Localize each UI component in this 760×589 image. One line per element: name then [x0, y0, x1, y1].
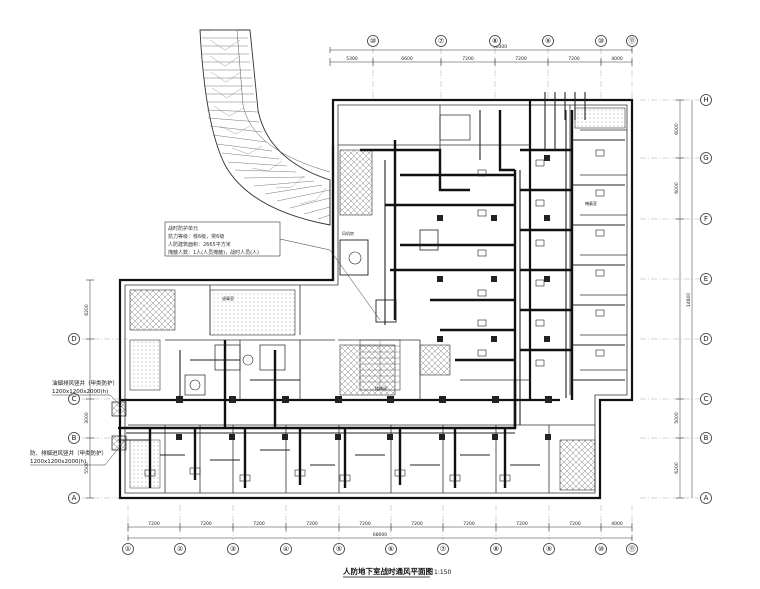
drawing-title: 人防地下室战时通风平面图 — [343, 566, 433, 576]
axis-bottom-9: ⑨ — [546, 545, 552, 553]
dim-bottom-5: 7200 — [359, 521, 371, 527]
drawing-scale: 1:150 — [434, 569, 451, 576]
axis-top-1: ⑩ — [370, 37, 376, 45]
axis-left-D: D — [71, 335, 76, 343]
label-filter-room: 滤毒室 — [222, 295, 234, 301]
hatched-zones — [129, 107, 626, 491]
ductwork — [118, 92, 625, 488]
drawing-title-block: 人防地下室战时通风平面图 1:150 — [343, 566, 451, 578]
axis-top-3: ⑧ — [492, 37, 498, 45]
dim-left-1: 8200 — [84, 304, 90, 316]
axis-bottom-8: ⑧ — [493, 545, 499, 553]
callout-1-line-2: 1200x1200x2000(h) — [52, 389, 108, 395]
dim-bottom-7: 7200 — [463, 521, 475, 527]
axis-bubbles-bottom: ① ② ③ ④ ⑤ ⑥ ⑦ ⑧ ⑨ ⑩ ⑪ — [122, 543, 638, 555]
dim-top-5: 7200 — [568, 56, 580, 62]
dim-bottom-total: 68000 — [373, 532, 387, 538]
label-stair: 楼梯间 — [375, 385, 387, 391]
dim-right-3: 14600 — [686, 293, 692, 307]
axis-bottom-6: ⑥ — [388, 545, 394, 553]
axis-bottom-11: ⑪ — [629, 545, 636, 553]
dim-bottom-8: 7200 — [516, 521, 528, 527]
protection-notes: 战时防护单元 抗力等级：核6级，常6级 人防建筑面积：2665平方米 掩蔽人数：… — [164, 221, 381, 321]
dim-right-5: 6200 — [674, 462, 680, 474]
dim-bottom-3: 7200 — [253, 521, 265, 527]
label-fan-room: 风机房 — [342, 230, 354, 236]
axis-top-2: ⑦ — [438, 37, 444, 45]
top-dimension-chain: 5300 6600 7200 7200 7200 4000 36300 — [329, 44, 633, 66]
axis-top-4: ⑨ — [545, 37, 551, 45]
dim-right-4: 5000 — [674, 412, 680, 424]
axis-bubbles-right: H G F E D C B A — [700, 94, 712, 504]
axis-bubbles-top: ⑩ ⑦ ⑧ ⑨ ⑩ ⑪ — [367, 35, 638, 47]
dim-top-2: 6600 — [401, 56, 413, 62]
axis-bottom-4: ④ — [283, 545, 289, 553]
axis-right-C: C — [704, 395, 709, 403]
axis-bottom-2: ② — [177, 545, 183, 553]
axis-bubbles-left: D C B A — [68, 333, 80, 504]
room-labels: 楼梯间 风机房 滤毒室 掩蔽室 — [222, 200, 597, 391]
left-dimension-chain: 8200 3000 5500 — [84, 279, 94, 499]
dim-top-6: 4000 — [611, 56, 623, 62]
axis-left-B: B — [72, 434, 77, 442]
axis-right-D: D — [703, 335, 708, 343]
axis-bottom-7: ⑦ — [440, 545, 446, 553]
dim-right-2: 6000 — [674, 182, 680, 194]
axis-bottom-1: ① — [125, 545, 131, 553]
callout-2-line-2: 1200x1200x2000(h) — [30, 459, 86, 465]
label-shelter: 掩蔽室 — [585, 200, 597, 206]
dim-bottom-1: 7200 — [148, 521, 160, 527]
axis-right-G: G — [703, 154, 708, 162]
bottom-dimension-chain: 7200 7200 7200 7200 7200 7200 7200 7200 … — [127, 521, 633, 541]
axis-bottom-5: ⑤ — [336, 545, 342, 553]
dim-bottom-9: 7200 — [569, 521, 581, 527]
shaft-callouts: 油烟排风竖井（甲类防护） 1200x1200x2000(h) 防、排烟进风竖井（… — [30, 379, 127, 466]
note-line-3: 人防建筑面积：2665平方米 — [168, 241, 231, 248]
axis-top-6: ⑪ — [629, 37, 636, 45]
axis-left-C: C — [72, 395, 77, 403]
dim-top-total: 36300 — [493, 44, 507, 50]
axis-bottom-3: ③ — [230, 545, 236, 553]
dim-bottom-2: 7200 — [200, 521, 212, 527]
dim-left-2: 3000 — [84, 412, 90, 424]
axis-bottom-10: ⑩ — [598, 545, 604, 553]
axis-right-F: F — [704, 215, 708, 223]
note-line-2: 抗力等级：核6级，常6级 — [168, 233, 224, 240]
axis-right-B: B — [704, 434, 709, 442]
dim-top-3: 7200 — [462, 56, 474, 62]
dim-top-4: 7200 — [515, 56, 527, 62]
axis-right-E: E — [704, 275, 708, 283]
building-walls — [118, 98, 634, 500]
axis-left-A: A — [72, 494, 77, 502]
right-dimension-chain: 6000 6000 14600 5000 6200 — [674, 99, 693, 499]
dim-right-1: 6000 — [674, 123, 680, 135]
callout-1-line-1: 油烟排风竖井（甲类防护） — [52, 379, 118, 387]
dim-bottom-6: 7200 — [411, 521, 423, 527]
dim-bottom-10: 4000 — [611, 521, 623, 527]
note-line-1: 战时防护单元 — [168, 225, 198, 232]
dim-left-3: 5500 — [84, 462, 90, 474]
curved-ramp — [199, 29, 331, 226]
dim-top-1: 5300 — [346, 56, 358, 62]
dim-bottom-4: 7200 — [306, 521, 318, 527]
note-line-4: 掩蔽人数：1人(人员掩蔽)，战时人员(人) — [168, 249, 259, 256]
axis-right-H: H — [703, 96, 708, 104]
stair — [359, 339, 401, 391]
axis-top-5: ⑩ — [598, 37, 604, 45]
callout-2-line-1: 防、排烟进风竖井（甲类防护） — [30, 449, 107, 457]
axis-right-A: A — [704, 494, 709, 502]
